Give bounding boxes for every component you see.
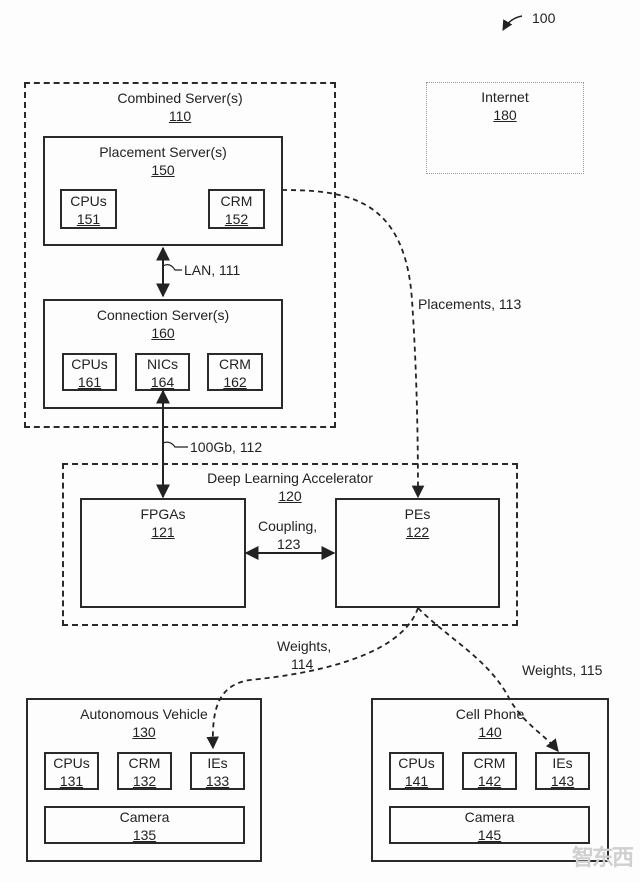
connection-server-title: Connection Server(s) bbox=[96, 307, 230, 323]
link-100gb-leader bbox=[162, 441, 188, 448]
placements-link bbox=[281, 189, 425, 499]
figure-ref-label: 100 bbox=[532, 10, 556, 26]
accelerator-title: Deep Learning Accelerator bbox=[207, 470, 373, 486]
component-title: IEs bbox=[207, 755, 228, 771]
lan-leader bbox=[162, 264, 182, 271]
component-ref: 143 bbox=[550, 773, 575, 789]
connection-crm-box: CRM 162 bbox=[207, 353, 263, 391]
phone-title: Cell Phone bbox=[455, 706, 525, 722]
component-title: CPUs bbox=[71, 356, 108, 372]
component-title: CRM bbox=[219, 356, 251, 372]
component-ref: 131 bbox=[59, 773, 84, 789]
fpgas-title: FPGAs bbox=[140, 506, 186, 522]
camera-title: Camera bbox=[119, 809, 170, 825]
placement-server-title: Placement Server(s) bbox=[99, 144, 227, 160]
vehicle-cpus-box: CPUs 131 bbox=[44, 752, 99, 790]
connection-nics-box: NICs 164 bbox=[135, 353, 190, 391]
connection-server-ref: 160 bbox=[151, 325, 175, 341]
component-ref: 132 bbox=[132, 773, 157, 789]
component-ref: 142 bbox=[477, 773, 502, 789]
component-title: NICs bbox=[146, 356, 179, 372]
component-ref: 151 bbox=[76, 211, 101, 227]
vehicle-title: Autonomous Vehicle bbox=[80, 706, 208, 722]
coupling-label: Coupling, bbox=[258, 518, 318, 534]
watermark: 智东西 bbox=[572, 845, 634, 870]
placement-crm-box: CRM 152 bbox=[208, 189, 265, 229]
component-title: CPUs bbox=[398, 755, 435, 771]
vehicle-camera-box: Camera 135 bbox=[44, 806, 245, 844]
weights-114-label: Weights, bbox=[277, 638, 332, 654]
phone-ies-box: IEs 143 bbox=[535, 752, 590, 790]
connection-server-box: Connection Server(s) 160 bbox=[43, 299, 283, 409]
internet-title: Internet bbox=[481, 89, 529, 105]
combined-servers-ref: 110 bbox=[168, 108, 192, 124]
weights-114-ref: 114 bbox=[291, 656, 314, 672]
weights-115-label: Weights, 115 bbox=[522, 662, 603, 678]
fpgas-box: FPGAs 121 bbox=[80, 498, 246, 608]
pes-box: PEs 122 bbox=[335, 498, 500, 608]
lan-label: LAN, 111 bbox=[184, 262, 241, 278]
combined-servers-box: Combined Server(s) 110 bbox=[24, 82, 336, 428]
weights-114-link bbox=[206, 607, 419, 750]
link-100gb-label: 100Gb, 112 bbox=[190, 439, 263, 455]
coupling-ref: 123 bbox=[277, 536, 301, 552]
phone-ref: 140 bbox=[478, 724, 502, 740]
accelerator-ref: 120 bbox=[278, 488, 302, 504]
camera-title: Camera bbox=[464, 809, 515, 825]
vehicle-box: Autonomous Vehicle 130 bbox=[26, 698, 262, 862]
vehicle-ref: 130 bbox=[132, 724, 156, 740]
placements-label: Placements, 113 bbox=[418, 296, 522, 312]
component-ref: 161 bbox=[77, 374, 102, 390]
phone-crm-box: CRM 142 bbox=[462, 752, 517, 790]
vehicle-crm-box: CRM 132 bbox=[117, 752, 172, 790]
placement-cpus-box: CPUs 151 bbox=[60, 189, 117, 229]
component-title: CRM bbox=[473, 755, 506, 771]
combined-servers-title: Combined Server(s) bbox=[117, 90, 243, 106]
component-title: CRM bbox=[128, 755, 161, 771]
component-title: CRM bbox=[220, 193, 253, 209]
camera-ref: 135 bbox=[132, 827, 157, 843]
component-ref: 152 bbox=[224, 211, 249, 227]
internet-box: Internet 180 bbox=[426, 82, 584, 174]
connection-cpus-box: CPUs 161 bbox=[62, 353, 117, 391]
fpgas-ref: 121 bbox=[151, 524, 175, 540]
placement-server-ref: 150 bbox=[151, 162, 175, 178]
component-ref: 141 bbox=[404, 773, 429, 789]
vehicle-ies-box: IEs 133 bbox=[190, 752, 245, 790]
camera-ref: 145 bbox=[477, 827, 502, 843]
phone-cpus-box: CPUs 141 bbox=[389, 752, 444, 790]
figure-ref-arrow bbox=[502, 15, 523, 31]
component-ref: 133 bbox=[205, 773, 230, 789]
phone-box: Cell Phone 140 bbox=[371, 698, 609, 862]
component-ref: 164 bbox=[150, 374, 175, 390]
placement-server-box: Placement Server(s) 150 bbox=[43, 136, 283, 246]
accelerator-box: Deep Learning Accelerator 120 bbox=[62, 463, 518, 626]
internet-ref: 180 bbox=[493, 107, 517, 123]
component-title: IEs bbox=[552, 755, 573, 771]
pes-ref: 122 bbox=[405, 524, 430, 540]
pes-title: PEs bbox=[404, 506, 431, 522]
component-title: CPUs bbox=[53, 755, 90, 771]
component-ref: 162 bbox=[223, 374, 247, 390]
component-title: CPUs bbox=[70, 193, 107, 209]
phone-camera-box: Camera 145 bbox=[389, 806, 590, 844]
